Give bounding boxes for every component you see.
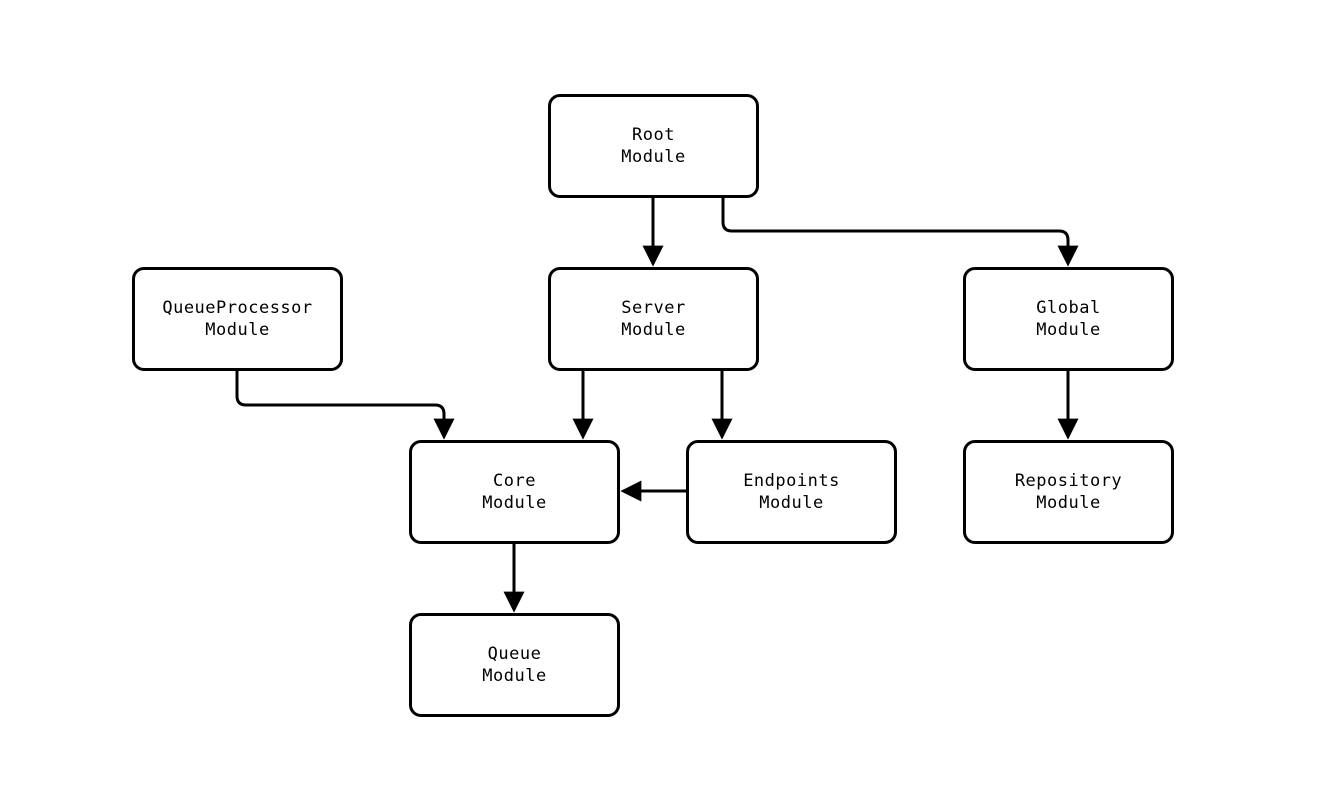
node-core-line1: Core bbox=[493, 471, 536, 491]
node-global-line1: Global bbox=[1036, 298, 1101, 318]
node-core[interactable]: Core Module bbox=[409, 440, 620, 544]
edge-queueprocessor-core bbox=[235, 371, 455, 440]
node-server[interactable]: Server Module bbox=[548, 267, 759, 371]
node-root-line1: Root bbox=[632, 125, 675, 145]
edge-root-global bbox=[721, 198, 1079, 267]
node-repository-line2: Module bbox=[1036, 493, 1101, 513]
node-root-line2: Module bbox=[621, 147, 686, 167]
node-root[interactable]: Root Module bbox=[548, 94, 759, 198]
node-endpoints-line2: Module bbox=[759, 493, 824, 513]
node-repository[interactable]: Repository Module bbox=[963, 440, 1174, 544]
node-global[interactable]: Global Module bbox=[963, 267, 1174, 371]
node-global-line2: Module bbox=[1036, 320, 1101, 340]
node-server-line1: Server bbox=[621, 298, 686, 318]
node-queue-line1: Queue bbox=[487, 644, 542, 664]
node-endpoints-line1: Endpoints bbox=[743, 471, 840, 491]
node-repository-line1: Repository bbox=[1014, 471, 1123, 491]
node-queue-line2: Module bbox=[482, 666, 547, 686]
node-queueprocessor[interactable]: QueueProcessor Module bbox=[132, 267, 343, 371]
node-queue[interactable]: Queue Module bbox=[409, 613, 620, 717]
node-server-line2: Module bbox=[621, 320, 686, 340]
node-core-line2: Module bbox=[482, 493, 547, 513]
node-queueprocessor-line1: QueueProcessor bbox=[162, 298, 313, 318]
node-endpoints[interactable]: Endpoints Module bbox=[686, 440, 897, 544]
node-queueprocessor-line2: Module bbox=[205, 320, 270, 340]
